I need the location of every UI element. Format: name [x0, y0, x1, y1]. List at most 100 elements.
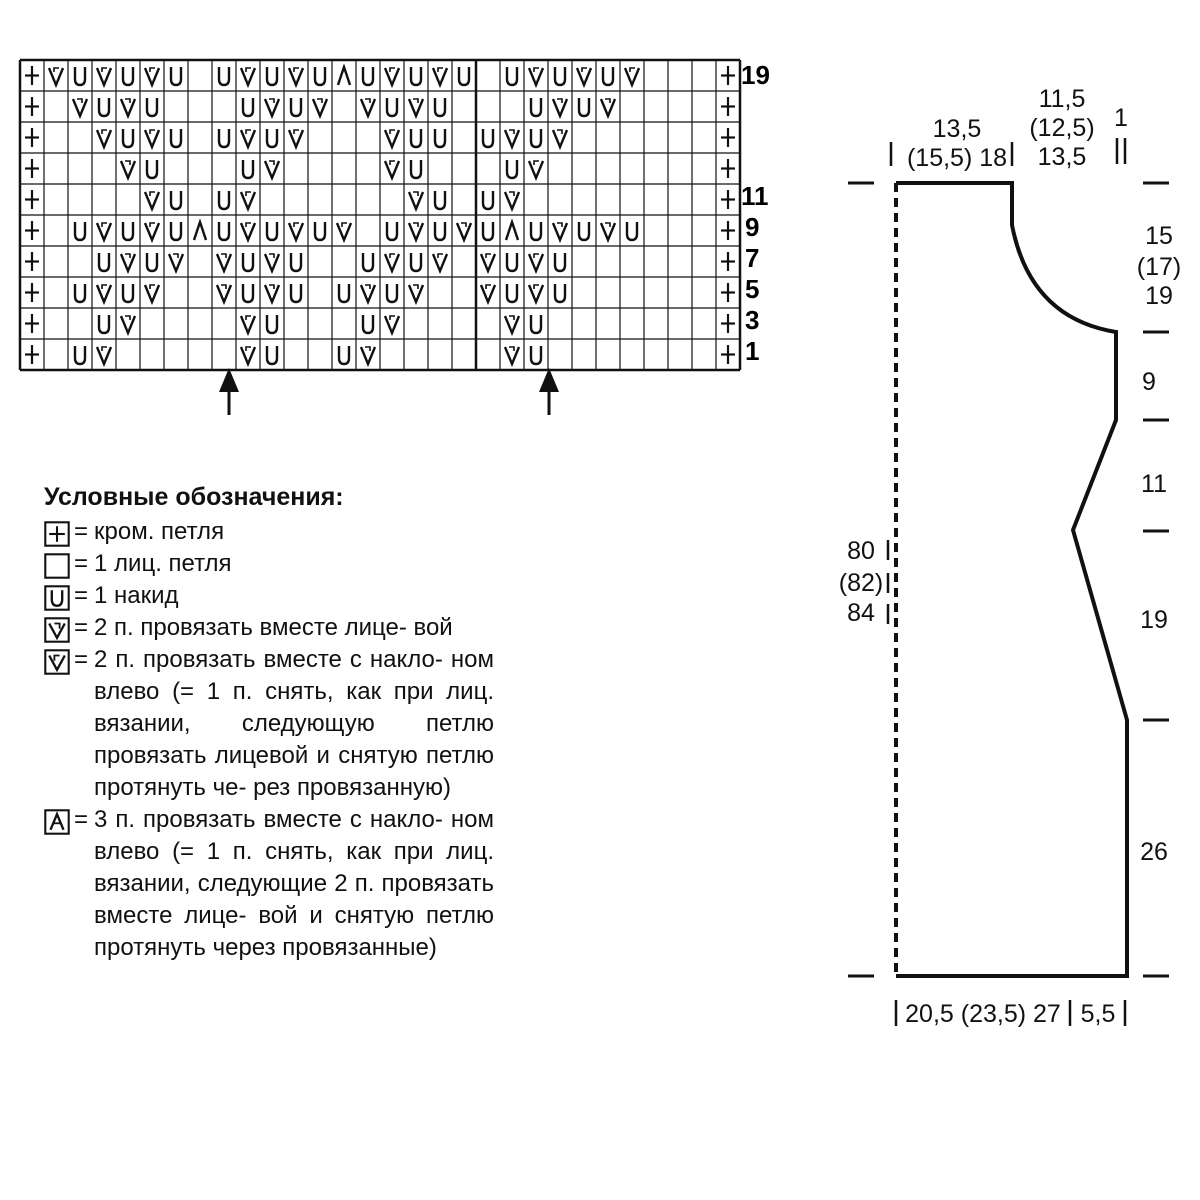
k2tog-left-icon	[431, 67, 449, 89]
k2tog-left-icon	[143, 191, 161, 213]
selvage-stitch-icon	[25, 159, 39, 178]
k2tog-right-icon	[455, 222, 473, 244]
k2tog-right-icon	[263, 284, 281, 306]
yarn-over-icon	[409, 129, 423, 149]
row-number-3: 3	[745, 305, 759, 335]
yarn-over-icon	[265, 222, 279, 242]
total-height-line2: (82)	[839, 569, 883, 597]
yarn-over-icon	[361, 253, 375, 273]
yarn-over-icon	[241, 98, 255, 118]
k2tog-right-icon	[503, 191, 521, 213]
legend-item-k3tog-left: = 3 п. провязать вместе с накло- ном вле…	[44, 804, 494, 964]
yarn-over-icon	[481, 222, 495, 242]
yarn-over-icon	[217, 191, 231, 211]
top-shoulder-offset: 1	[1114, 104, 1128, 132]
yarn-over-icon	[481, 191, 495, 211]
k2tog-right-icon	[407, 222, 425, 244]
k2tog-right-icon	[263, 253, 281, 275]
k2tog-right-icon	[407, 284, 425, 306]
yarn-over-icon	[73, 222, 87, 242]
yarn-over-icon	[217, 129, 231, 149]
yarn-over-icon	[409, 160, 423, 180]
yarn-over-icon	[121, 222, 135, 242]
yarn-over-icon	[121, 284, 135, 304]
k2tog-right-icon	[359, 284, 377, 306]
k2tog-left-icon	[383, 67, 401, 89]
k2tog-right-icon	[215, 253, 233, 275]
yarn-over-icon	[241, 160, 255, 180]
selvage-stitch-icon	[721, 283, 735, 302]
k2tog-right-icon	[551, 222, 569, 244]
selvage-stitch-icon	[25, 283, 39, 302]
top-left-width-line1: 13,5	[933, 115, 982, 143]
legend-text: 1 лиц. петля	[94, 550, 232, 577]
k2tog-left-icon	[239, 191, 257, 213]
k2tog-left-icon	[95, 129, 113, 151]
yarn-over-icon	[529, 129, 543, 149]
selvage-stitch-icon	[721, 190, 735, 209]
top-neck-width-line3: 13,5	[1038, 143, 1087, 171]
legend-text: кром. петля	[94, 518, 225, 545]
k2tog-right-icon	[119, 98, 137, 120]
selvage-stitch-icon	[44, 521, 70, 547]
row-number-7: 7	[745, 243, 759, 273]
k2tog-right-icon	[359, 346, 377, 368]
yarn-over-icon	[265, 346, 279, 366]
total-height-line3: 84	[847, 599, 875, 627]
yarn-over-icon	[265, 315, 279, 335]
k2tog-left-icon	[239, 67, 257, 89]
k2tog-left-icon	[95, 222, 113, 244]
selvage-stitch-icon	[25, 252, 39, 271]
k2tog-left-icon	[335, 222, 353, 244]
yarn-over-icon	[601, 67, 615, 87]
top-left-width-line2: (15,5) 18	[907, 144, 1007, 172]
selvage-stitch-icon	[721, 66, 735, 85]
yarn-over-icon	[433, 98, 447, 118]
legend-title: Условные обозначения:	[44, 483, 344, 511]
k2tog-left-icon	[527, 160, 545, 182]
k2tog-left-icon	[143, 129, 161, 151]
yarn-over-icon	[385, 284, 399, 304]
legend-text: 2 п. провязать вместе лице- вой	[94, 614, 453, 641]
yarn-over-icon	[73, 67, 87, 87]
yarn-over-icon	[505, 284, 519, 304]
yarn-over-icon	[409, 253, 423, 273]
repeat-arrow-right	[539, 368, 559, 415]
k2tog-left-icon	[44, 649, 70, 675]
k2tog-right-icon	[119, 315, 137, 337]
knitting-chart: 19 11 9 7 5 3 1	[18, 58, 770, 415]
yarn-over-icon	[169, 191, 183, 211]
yarn-over-icon	[217, 67, 231, 87]
yarn-over-icon	[73, 284, 87, 304]
legend-text: 2 п. провязать вместе с накло- ном влево…	[94, 646, 494, 801]
k3tog-left-icon	[44, 809, 70, 835]
yarn-over-icon	[505, 160, 519, 180]
selvage-stitch-icon	[25, 128, 39, 147]
top-neck-width-line1: 11,5	[1039, 85, 1086, 113]
legend-eq: =	[74, 646, 89, 673]
right-height-armhole-3: 19	[1145, 282, 1173, 310]
schema-outline	[896, 181, 1129, 978]
yarn-over-icon	[385, 222, 399, 242]
yarn-over-icon	[433, 222, 447, 242]
yarn-over-icon	[169, 222, 183, 242]
selvage-stitch-icon	[25, 221, 39, 240]
k2tog-left-icon	[527, 67, 545, 89]
legend-item-yarn-over: = 1 накид	[44, 580, 494, 612]
selvage-stitch-icon	[25, 314, 39, 333]
yarn-over-icon	[121, 129, 135, 149]
k2tog-left-icon	[527, 284, 545, 306]
yarn-over-icon	[217, 222, 231, 242]
k2tog-right-icon	[311, 98, 329, 120]
selvage-stitch-icon	[721, 97, 735, 116]
legend-item-knit: = 1 лиц. петля	[44, 548, 494, 580]
level-marks	[848, 181, 1169, 978]
k3tog-left-icon	[504, 218, 520, 241]
selvage-stitch-icon	[721, 221, 735, 240]
yarn-over-icon	[145, 98, 159, 118]
row-number-19: 19	[741, 60, 770, 90]
yarn-over-icon	[505, 67, 519, 87]
yarn-over-icon	[625, 222, 639, 242]
row-number-5: 5	[745, 274, 759, 304]
yarn-over-icon	[241, 253, 255, 273]
